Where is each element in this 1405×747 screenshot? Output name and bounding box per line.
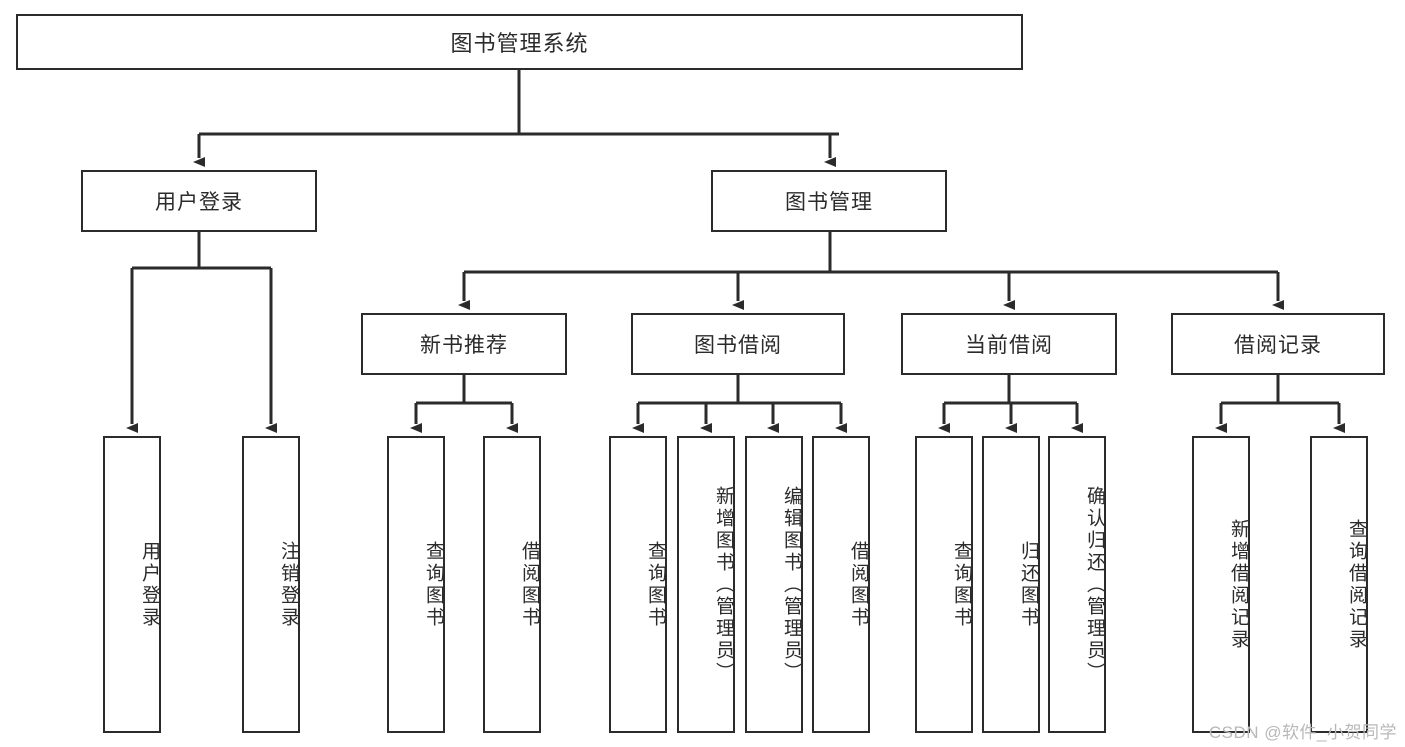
leaf-label: 查询图书: [951, 540, 972, 629]
leaf-label: 归还图书: [1018, 540, 1039, 629]
leaf-edit-book[interactable]: 编辑图书（管理员）: [745, 436, 803, 733]
leaf-label: 查询图书: [423, 540, 444, 629]
leaf-label: 确认归还（管理员）: [1084, 485, 1105, 684]
leaf-label: 用户登录: [139, 540, 160, 629]
leaf-label: 注销登录: [278, 540, 299, 629]
node-root-system[interactable]: 图书管理系统: [16, 14, 1023, 70]
leaf-return-book[interactable]: 归还图书: [982, 436, 1040, 733]
leaf-borrow-book-2[interactable]: 借阅图书: [812, 436, 870, 733]
leaf-confirm-return[interactable]: 确认归还（管理员）: [1048, 436, 1106, 733]
leaf-borrow-book-1[interactable]: 借阅图书: [483, 436, 541, 733]
node-current-borrow[interactable]: 当前借阅: [901, 313, 1117, 375]
leaf-add-book[interactable]: 新增图书（管理员）: [677, 436, 735, 733]
leaf-query-book-2[interactable]: 查询图书: [609, 436, 667, 733]
leaf-query-book-1[interactable]: 查询图书: [387, 436, 445, 733]
node-user-login[interactable]: 用户登录: [81, 170, 317, 232]
leaf-label: 查询借阅记录: [1346, 518, 1367, 651]
node-borrow-record[interactable]: 借阅记录: [1171, 313, 1385, 375]
leaf-user-login[interactable]: 用户登录: [103, 436, 161, 733]
leaf-logout-login[interactable]: 注销登录: [242, 436, 300, 733]
leaf-label: 查询图书: [645, 540, 666, 629]
leaf-label: 借阅图书: [848, 540, 869, 629]
leaf-label: 新增借阅记录: [1228, 518, 1249, 651]
csdn-watermark: CSDN @软件_小贺同学: [1208, 723, 1397, 742]
node-book-borrow[interactable]: 图书借阅: [631, 313, 845, 375]
node-new-book-recommend[interactable]: 新书推荐: [361, 313, 567, 375]
leaf-label: 编辑图书（管理员）: [781, 485, 802, 684]
leaf-add-record[interactable]: 新增借阅记录: [1192, 436, 1250, 733]
leaf-label: 新增图书（管理员）: [713, 485, 734, 684]
leaf-query-book-3[interactable]: 查询图书: [915, 436, 973, 733]
node-book-manage[interactable]: 图书管理: [711, 170, 947, 232]
leaf-label: 借阅图书: [519, 540, 540, 629]
leaf-query-record[interactable]: 查询借阅记录: [1310, 436, 1368, 733]
